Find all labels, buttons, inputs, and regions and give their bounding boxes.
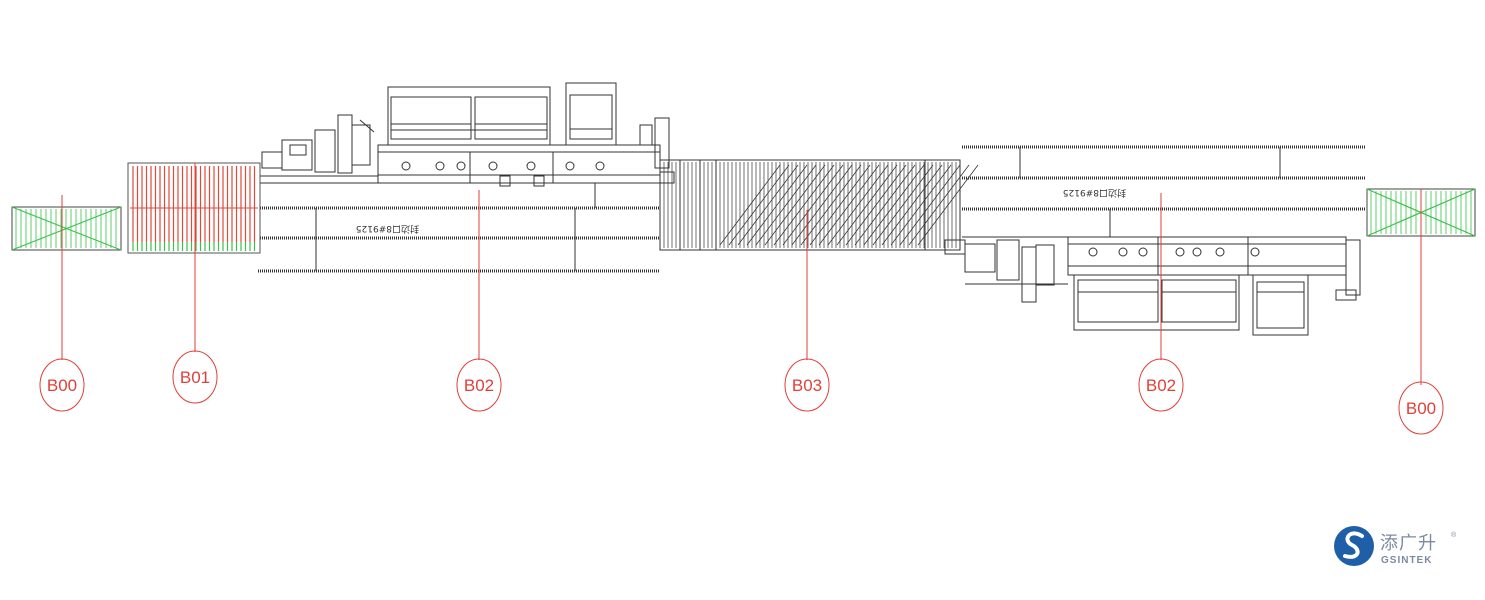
company-logo: 添广升 GSINTEK ® bbox=[1334, 526, 1457, 566]
conveyor-diagonal-belts bbox=[719, 164, 979, 246]
right-conveyor-rails bbox=[962, 145, 1365, 237]
callout-label-b03: B03 bbox=[792, 376, 822, 395]
left-machine-note: 封边口8#9125 bbox=[356, 223, 419, 235]
callout-bubble-b02-right bbox=[1138, 358, 1184, 412]
logo-text-cn: 添广升 bbox=[1380, 533, 1437, 554]
callout-bubble-b03 bbox=[784, 358, 830, 412]
logo-text-en: GSINTEK bbox=[1381, 555, 1432, 566]
left-conveyor-rails bbox=[258, 183, 660, 273]
callout-label-b02-right: B02 bbox=[1146, 376, 1176, 395]
logo-registered-mark: ® bbox=[1451, 531, 1457, 539]
left-edge-banding-machine bbox=[260, 82, 675, 187]
callout-label-b02-left: B02 bbox=[464, 376, 494, 395]
callout-bubble-b00-right bbox=[1398, 381, 1444, 435]
pallet-b00-left bbox=[11, 206, 122, 251]
right-machine-note: 封边口8#9125 bbox=[1063, 187, 1126, 199]
callout-bubble-b02-left bbox=[456, 358, 502, 412]
right-edge-banding-machine bbox=[944, 236, 1361, 336]
callout-bubble-b00-left bbox=[39, 358, 85, 412]
callout-bubble-b01 bbox=[172, 350, 218, 404]
callout-label-b00-right: B00 bbox=[1406, 399, 1436, 418]
callout-label-b00-left: B00 bbox=[47, 376, 77, 395]
pallet-b01 bbox=[127, 162, 261, 254]
callout-label-b01: B01 bbox=[180, 368, 210, 387]
